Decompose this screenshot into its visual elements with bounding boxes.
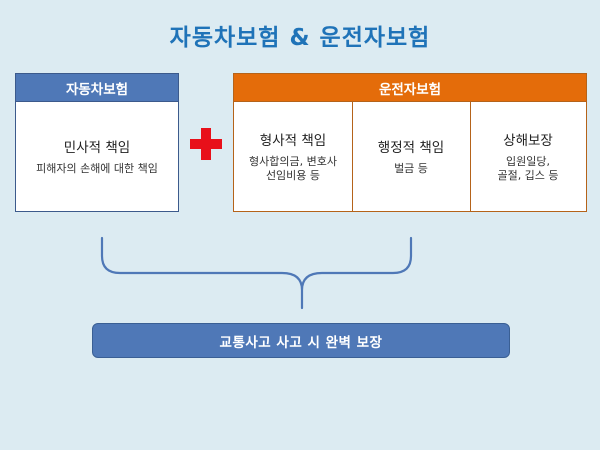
injury-coverage-cell: 상해보장 입원일당, 골절, 깁스 등: [470, 101, 586, 211]
auto-insurance-header: 자동차보험: [16, 74, 178, 102]
criminal-liability-label: 형사적 책임: [259, 133, 327, 149]
administrative-liability-cell: 행정적 책임 벌금 등: [352, 101, 471, 211]
plus-icon: [190, 128, 222, 160]
auto-insurance-box: 자동차보험 민사적 책임 피해자의 손해에 대한 책임: [15, 73, 179, 212]
page-title: 자동차보험 & 운전자보험: [169, 25, 431, 51]
auto-insurance-civil-cell: 민사적 책임 피해자의 손해에 대한 책임: [16, 101, 178, 211]
driver-insurance-box: 운전자보험 형사적 책임 형사합의금, 변호사 선임비용 등 행정적 책임 벌금…: [233, 73, 587, 212]
criminal-liability-desc: 형사합의금, 변호사 선임비용 등: [249, 155, 337, 182]
administrative-liability-label: 행정적 책임: [377, 140, 445, 156]
civil-liability-label: 민사적 책임: [63, 140, 131, 156]
criminal-liability-cell: 형사적 책임 형사합의금, 변호사 선임비용 등: [234, 101, 353, 211]
injury-coverage-label: 상해보장: [503, 133, 553, 149]
administrative-liability-desc: 벌금 등: [394, 162, 428, 175]
driver-insurance-header: 운전자보험: [234, 74, 586, 102]
complete-coverage-banner: 교통사고 사고 시 완벽 보장: [92, 323, 510, 358]
injury-coverage-desc: 입원일당, 골절, 깁스 등: [497, 155, 559, 182]
civil-liability-desc: 피해자의 손해에 대한 책임: [36, 162, 158, 175]
